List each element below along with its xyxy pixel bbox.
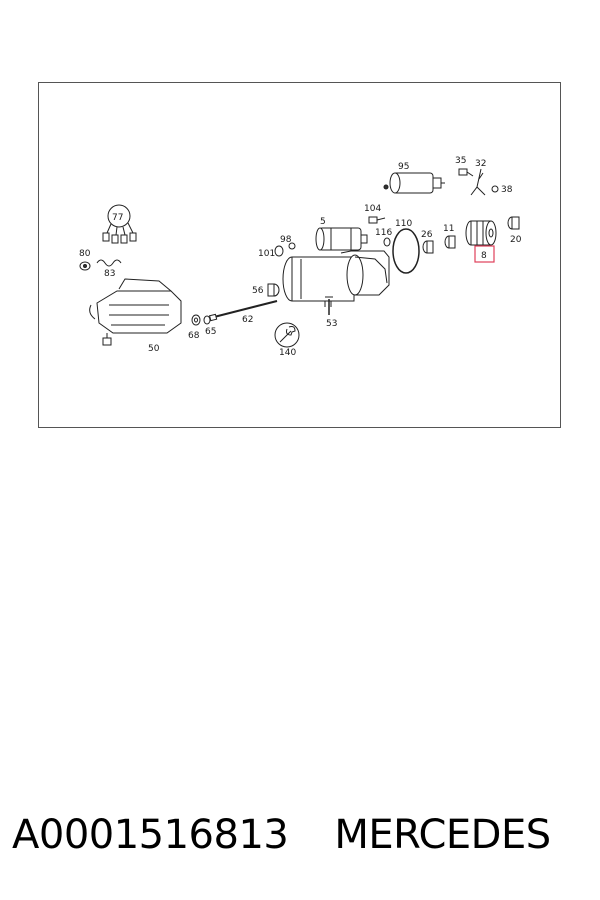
bushing-20-part	[507, 216, 520, 230]
callout-label: 35	[455, 156, 466, 166]
starter-motor-exploded-view: 95 35 32 38 77 104 5 110 116 98 26 11 20…	[79, 156, 522, 358]
callout-label: 32	[475, 159, 486, 169]
spring-part	[96, 259, 122, 267]
callout-label: 11	[443, 224, 454, 234]
callout-label: 110	[395, 219, 412, 229]
callout-label: 56	[252, 286, 264, 296]
callout-label: 68	[188, 331, 200, 341]
callout-label: 8	[481, 251, 487, 261]
callout-label: 116	[375, 228, 392, 238]
bushing-26-part	[422, 240, 434, 254]
screw-53-part	[325, 296, 333, 315]
solenoid-switch-part	[383, 172, 445, 194]
washer-65-part	[203, 315, 211, 325]
callout-label: 20	[510, 235, 522, 245]
exploded-parts-diagram: 95 35 32 38 77 104 5 110 116 98 26 11 20…	[38, 82, 561, 428]
callout-label: 53	[326, 319, 337, 329]
gasket-ring-part	[392, 228, 420, 274]
through-bolt-part	[208, 300, 278, 322]
ring-38-part	[491, 185, 499, 193]
brush-holder-part	[89, 278, 182, 346]
callout-label: 77	[112, 213, 123, 223]
washer-101-part	[274, 245, 284, 257]
callout-label: 80	[79, 249, 91, 259]
callout-label: 101	[258, 249, 275, 259]
callout-label: 104	[364, 204, 381, 214]
brand-name: MERCEDES	[334, 812, 551, 858]
part-number: A0001516813	[12, 812, 289, 858]
drive-pinion-part	[465, 220, 497, 246]
screw-104-part	[368, 216, 386, 224]
starter-motor-housing-part	[282, 250, 390, 307]
callout-label: 83	[104, 269, 115, 279]
callout-label: 65	[205, 327, 216, 337]
callout-label: 5	[320, 217, 326, 227]
callout-label: 140	[279, 348, 296, 358]
bushing-part	[267, 283, 280, 297]
washer-68-part	[191, 314, 201, 326]
repair-kit-icon	[274, 322, 300, 348]
bolt-35-part	[458, 168, 474, 177]
ring-11-part	[444, 235, 456, 249]
callout-label: 38	[501, 185, 513, 195]
o-ring-116-part	[383, 237, 391, 247]
nut-98-part	[288, 242, 296, 250]
highlight-box	[474, 245, 495, 263]
clip-part	[79, 261, 91, 271]
callout-label: 98	[280, 235, 292, 245]
brush-set-part	[102, 204, 137, 244]
callout-label: 50	[148, 344, 160, 354]
callout-label: 26	[421, 230, 433, 240]
part-number-caption: A0001516813 MERCEDES	[12, 800, 592, 870]
fork-lever-part	[470, 168, 486, 196]
callout-label: 95	[398, 162, 409, 172]
callout-label: 62	[242, 315, 253, 325]
solenoid-part	[315, 227, 368, 251]
